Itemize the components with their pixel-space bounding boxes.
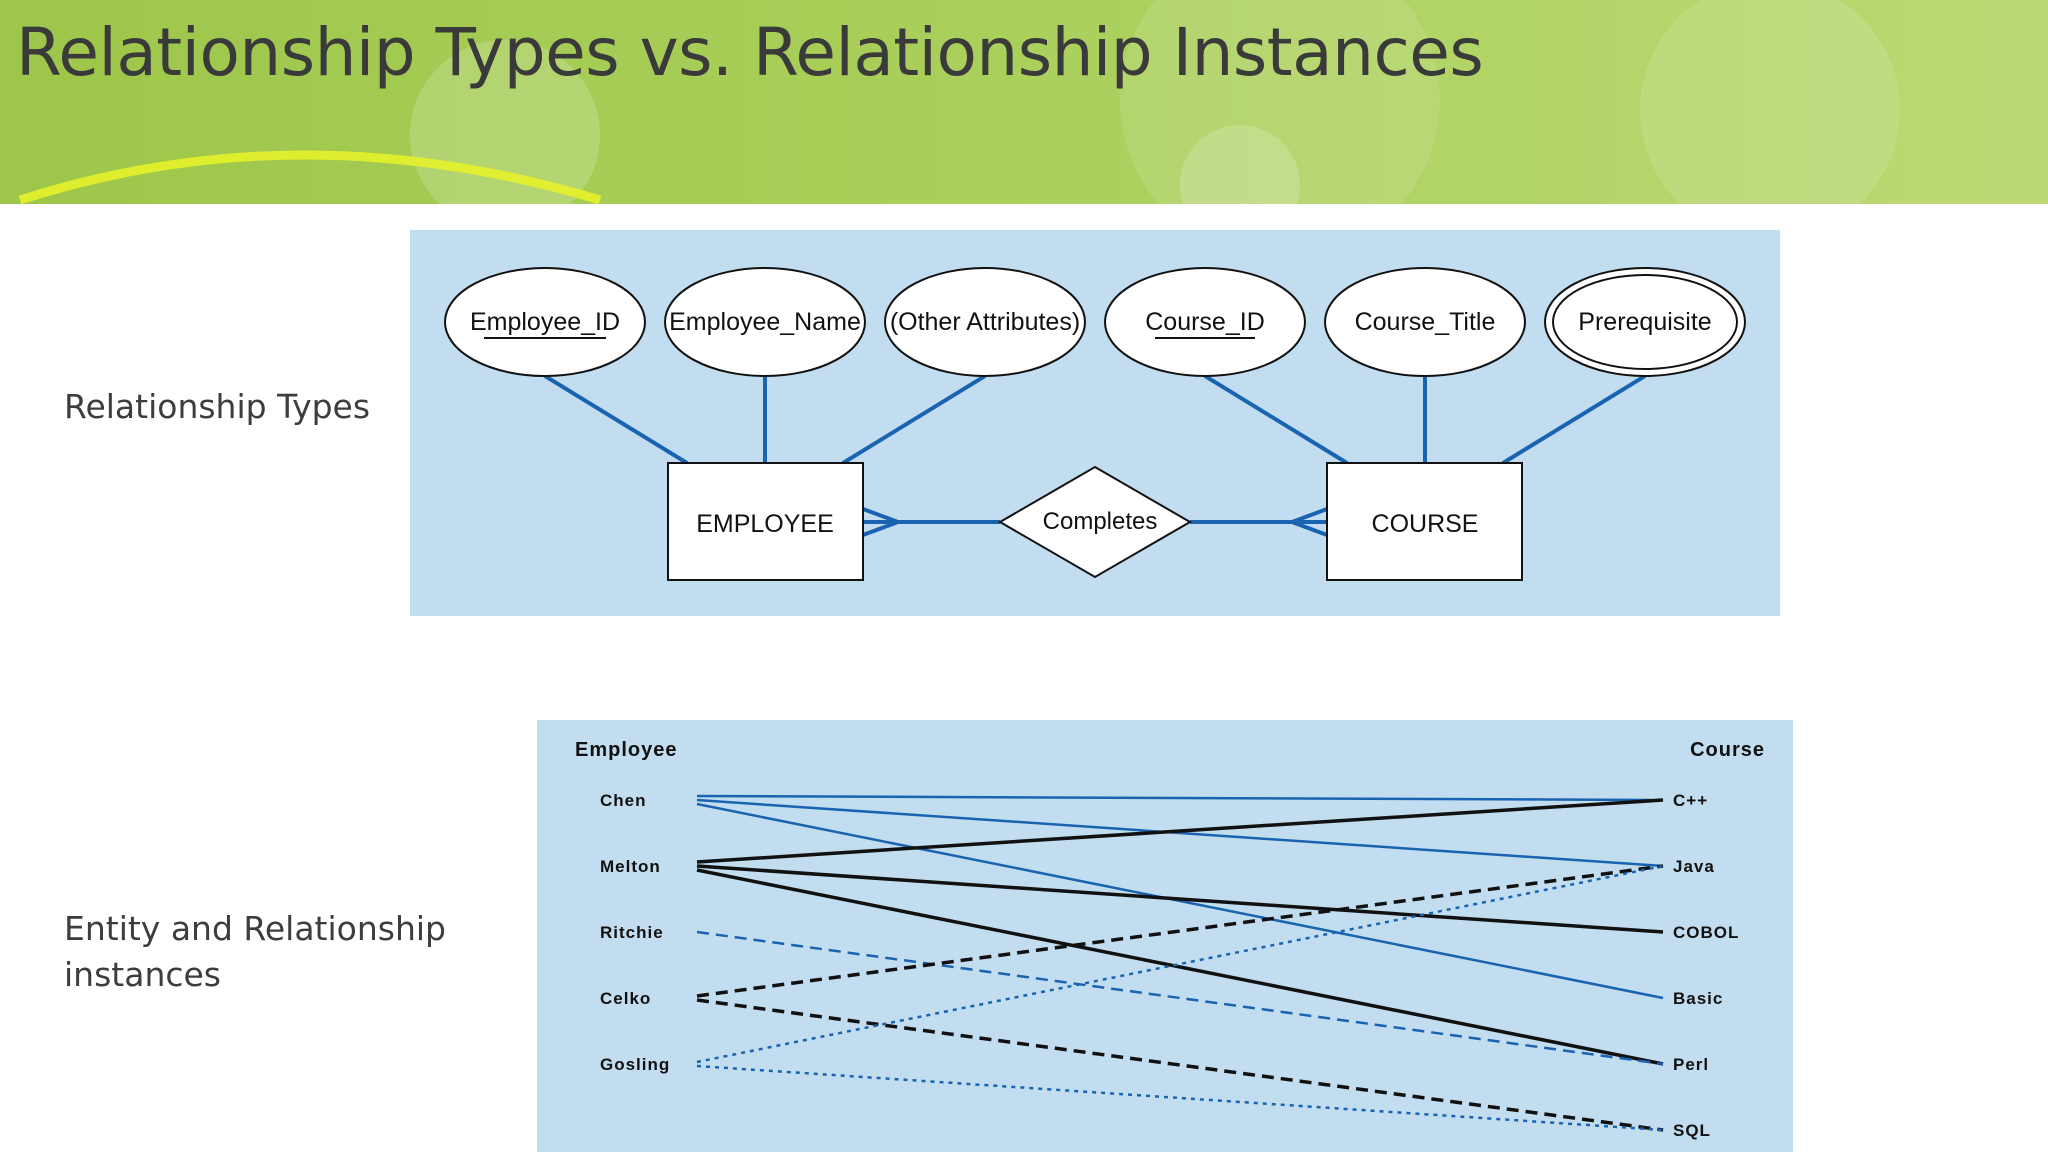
instances-label-line2: instances xyxy=(64,955,221,994)
employee-celko: Celko xyxy=(600,989,651,1008)
crows-foot-employee-bottom xyxy=(862,520,899,537)
crows-foot-course-bottom xyxy=(1291,520,1328,537)
attribute-ellipse-course-title xyxy=(1324,267,1526,377)
entity-box-employee xyxy=(667,462,864,581)
attribute-connectors xyxy=(543,374,1647,465)
attribute-label-prerequisite: Prerequisite xyxy=(1578,308,1711,336)
employee-column-header: Employee xyxy=(575,739,677,761)
attribute-ellipse-employee-name xyxy=(664,267,866,377)
attribute-label-course-id: Course_ID xyxy=(1145,308,1265,336)
link-gosling-java xyxy=(696,864,1664,1064)
crows-foot-course-top xyxy=(1291,507,1328,524)
employee-ritchie: Ritchie xyxy=(600,923,664,942)
entity-label-course: COURSE xyxy=(1372,510,1479,538)
course-basic: Basic xyxy=(1673,989,1723,1008)
employee-gosling: Gosling xyxy=(600,1055,670,1074)
connector-course-id xyxy=(1203,374,1349,465)
link-melton-perl xyxy=(696,868,1664,1066)
slide-title: Relationship Types vs. Relationship Inst… xyxy=(16,14,1484,91)
course-perl: Perl xyxy=(1673,1055,1709,1074)
attribute-ellipse-course-id xyxy=(1104,267,1306,377)
relationship-label-completes: Completes xyxy=(1043,508,1158,535)
er-diagram-panel: Employee_ID Employee_Name (Other Attribu… xyxy=(410,230,1780,616)
decorative-circle xyxy=(1640,0,1900,204)
course-sql: SQL xyxy=(1673,1121,1711,1140)
entity-label-employee: EMPLOYEE xyxy=(696,510,834,538)
attribute-ellipse-other-attributes xyxy=(884,267,1086,377)
instances-label-line1: Entity and Relationship xyxy=(64,909,446,948)
instances-background xyxy=(537,720,1793,1152)
link-chen-java xyxy=(696,798,1664,868)
attribute-label-course-title: Course_Title xyxy=(1355,308,1496,336)
instances-diagram: Employee Course ChenMeltonRitchieCelkoGo… xyxy=(537,720,1793,1152)
course-column-header: Course xyxy=(1690,739,1765,761)
employee-melton: Melton xyxy=(600,857,661,876)
attribute-label-employee-id: Employee_ID xyxy=(470,308,620,336)
attribute-ellipse-prerequisite-inner xyxy=(1552,274,1738,370)
connector-employee-id xyxy=(543,374,689,465)
decorative-swoosh xyxy=(18,150,602,204)
attribute-ellipses xyxy=(444,267,1746,377)
connector-prerequisite xyxy=(1501,374,1647,465)
relationship-types-label: Relationship Types xyxy=(64,387,371,426)
relationship-diamond-completes xyxy=(998,465,1192,579)
attribute-ellipse-employee-id xyxy=(444,267,646,377)
er-diagram: Employee_ID Employee_Name (Other Attribu… xyxy=(410,230,1780,616)
link-celko-sql xyxy=(696,998,1664,1132)
attribute-label-employee-name: Employee_Name xyxy=(669,308,861,336)
attribute-label-other-attributes: (Other Attributes) xyxy=(890,308,1080,336)
attribute-ellipse-prerequisite-outer xyxy=(1544,267,1746,377)
link-ritchie-perl xyxy=(696,930,1664,1066)
link-chen-cplusplus xyxy=(696,794,1664,802)
instances-label: Entity and Relationship instances xyxy=(64,906,446,998)
instance-links xyxy=(696,794,1664,1132)
link-melton-cplusplus xyxy=(696,798,1664,864)
crows-foot-employee-top xyxy=(862,507,899,524)
connector-other-attributes xyxy=(841,374,987,465)
course-java: Java xyxy=(1673,857,1715,876)
employee-chen: Chen xyxy=(600,791,647,810)
link-melton-cobol xyxy=(696,864,1664,934)
course-cplusplus: C++ xyxy=(1673,791,1708,810)
title-banner: Relationship Types vs. Relationship Inst… xyxy=(0,0,2048,204)
link-chen-basic xyxy=(696,802,1664,1000)
relationship-connectors xyxy=(862,507,1328,537)
link-celko-java xyxy=(696,864,1664,998)
course-cobol: COBOL xyxy=(1673,923,1739,942)
attribute-labels: Employee_ID Employee_Name (Other Attribu… xyxy=(470,308,1712,336)
decorative-circle xyxy=(1120,0,1440,204)
entity-box-course xyxy=(1326,462,1523,581)
